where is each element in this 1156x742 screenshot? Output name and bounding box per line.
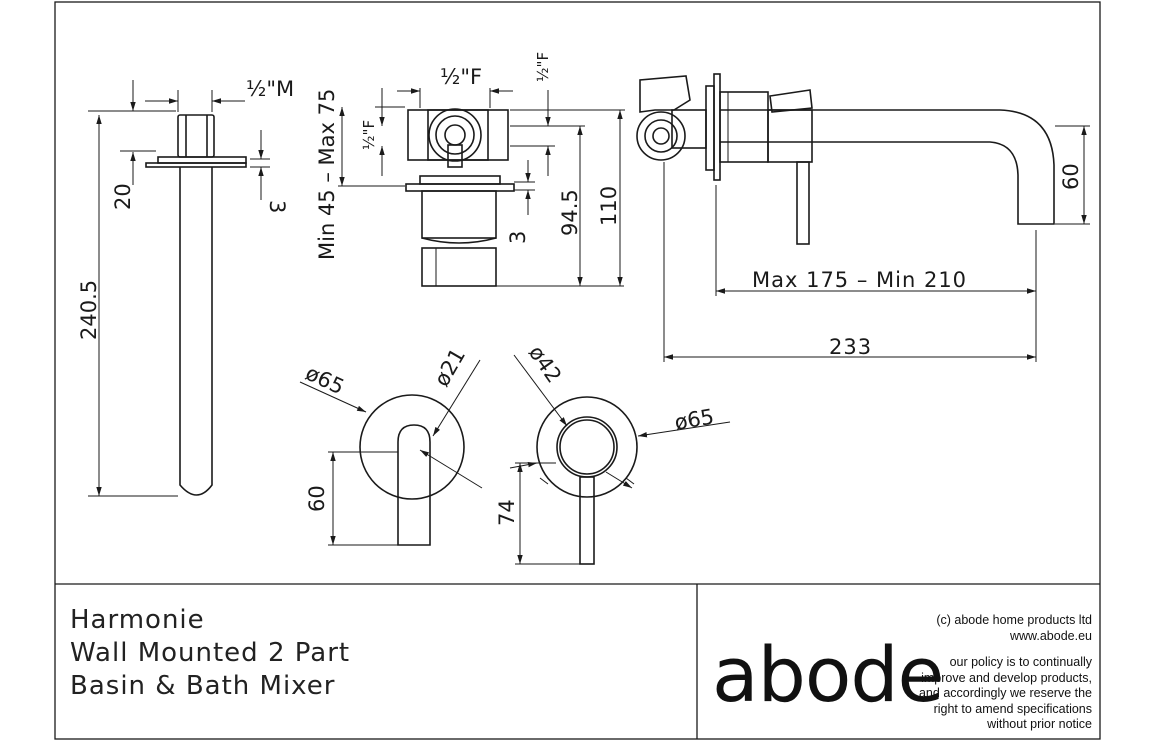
thread-f-right-label: ½"F <box>534 52 552 82</box>
handle-dimension-lines <box>299 359 483 545</box>
handle-front-view <box>328 394 465 546</box>
dim-233-label: 233 <box>829 335 872 359</box>
brand-logo: abode <box>712 630 944 719</box>
escutcheon-dimension-lines <box>509 354 731 564</box>
dim-110-label: 110 <box>597 186 621 226</box>
policy-line: our policy is to continually <box>949 655 1092 669</box>
dim-3-mid-label: 3 <box>506 231 530 244</box>
product-description-line-1: Wall Mounted 2 Part <box>70 638 351 668</box>
valve-body-view <box>338 88 625 287</box>
product-name: Harmonie <box>70 605 205 635</box>
copyright-block: (c) abode home products ltd www.abode.eu <box>936 613 1092 644</box>
escutcheon-front-view <box>515 396 638 565</box>
product-description-line-2: Basin & Bath Mixer <box>70 671 336 701</box>
policy-block: our policy is to continually improve and… <box>919 655 1092 733</box>
dim-max-min-label: Max 175 – Min 210 <box>752 268 967 292</box>
dim-3-left-label: 3 <box>265 200 289 213</box>
policy-line: improve and develop products, <box>921 670 1092 685</box>
spout-dimension-lines <box>96 80 264 496</box>
policy-line: and accordingly we reserve the <box>918 686 1092 700</box>
thread-m-label: ½"M <box>246 77 294 101</box>
dim-60-spout-label: 60 <box>1059 163 1083 190</box>
mixer-side-profile <box>636 73 1090 362</box>
spout-side-view <box>88 90 270 497</box>
thread-f-top-label: ½"F <box>440 65 482 89</box>
dia-21-label: ø21 <box>430 344 471 390</box>
dia-42-label: ø42 <box>524 341 566 387</box>
dim-74-label: 74 <box>495 499 519 526</box>
drawing-frame <box>54 1 1101 740</box>
policy-line: right to amend specifications <box>933 701 1092 716</box>
profile-dimension-lines <box>664 126 1087 360</box>
dim-20-label: 20 <box>111 183 135 210</box>
thread-f-left-label: ½"F <box>360 120 378 150</box>
dia-65-right-label: ø65 <box>673 404 716 435</box>
policy-line: without prior notice <box>987 717 1092 731</box>
dim-60-handle-label: 60 <box>305 485 329 512</box>
dim-min-max-label: Min 45 – Max 75 <box>315 89 339 260</box>
copyright-text: (c) abode home products ltd <box>936 613 1092 627</box>
dim-240-5-label: 240.5 <box>77 280 101 340</box>
valve-dimension-lines <box>339 88 623 286</box>
dim-94-5-label: 94.5 <box>558 189 582 236</box>
website-link[interactable]: www.abode.eu <box>1009 628 1092 643</box>
